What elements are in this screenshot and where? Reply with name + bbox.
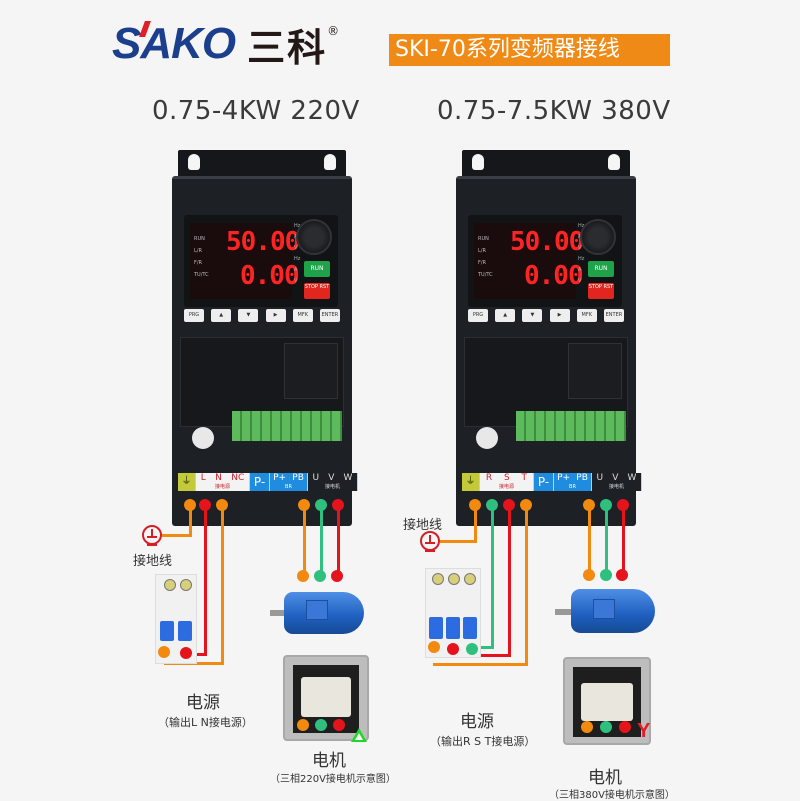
ground-label: 接地线 xyxy=(133,554,173,569)
stop-reset-button[interactable]: STOP RST xyxy=(588,283,614,299)
ground-terminal-icon: ⏚ xyxy=(462,473,480,491)
ground-symbol-icon xyxy=(142,525,162,546)
down-key[interactable]: ▼ xyxy=(238,309,259,322)
control-terminal-block xyxy=(232,411,342,441)
power-title: 电源 xyxy=(460,712,494,732)
brake-terminals: P+PB BR xyxy=(270,473,308,491)
power-note: （输出L N接电源） xyxy=(158,716,253,729)
ground-label: 接地线 xyxy=(403,518,443,533)
display-bottom-value: 0.00 xyxy=(524,261,584,291)
motor-title: 电机 xyxy=(588,768,622,788)
brand-logo: SAKO 三科 ® xyxy=(112,19,340,70)
buzzer xyxy=(192,427,214,449)
control-terminal-block xyxy=(516,411,626,441)
motor-icon xyxy=(270,586,370,646)
motor-title: 电机 xyxy=(312,751,346,771)
l-dot xyxy=(199,499,211,511)
stop-reset-button[interactable]: STOP RST xyxy=(304,283,330,299)
star-connection-icon: Y xyxy=(637,720,651,742)
display-top-value: 50.00 xyxy=(510,227,584,257)
ground-symbol-icon xyxy=(420,531,440,552)
prg-key[interactable]: PRG xyxy=(468,309,488,322)
p-minus-terminal: P- xyxy=(250,473,270,491)
u-dot xyxy=(298,499,310,511)
display-bottom-value: 0.00 xyxy=(240,261,300,291)
registered-mark: ® xyxy=(327,24,340,38)
mounting-bracket xyxy=(462,150,630,180)
motor-note: （三相220V接电机示意图） xyxy=(270,774,396,785)
potentiometer-knob[interactable] xyxy=(580,219,616,255)
w-dot xyxy=(332,499,344,511)
shift-key[interactable]: ▶ xyxy=(265,309,286,322)
brake-terminals: P+PB BR xyxy=(554,473,592,491)
unit-labels: HzAVHzAV xyxy=(578,223,585,284)
motor-note: （三相380V接电机示意图） xyxy=(549,790,675,801)
page-title: SKI-70系列变频器接线 xyxy=(389,34,670,66)
motor-icon xyxy=(555,585,660,645)
display-top-value: 50.00 xyxy=(226,227,300,257)
n-dot xyxy=(216,499,228,511)
mounting-bracket xyxy=(178,150,346,180)
motor-junction-box xyxy=(283,655,369,741)
mfk-key[interactable]: MFK xyxy=(576,309,597,322)
left-spec: 0.75-4KW 220V xyxy=(152,96,360,126)
shift-key[interactable]: ▶ xyxy=(549,309,570,322)
right-spec: 0.75-7.5KW 380V xyxy=(437,96,671,126)
run-button[interactable]: RUN xyxy=(304,261,330,277)
brand-logo-en: SAKO xyxy=(112,19,236,68)
potentiometer-knob[interactable] xyxy=(296,219,332,255)
brand-logo-cn: 三科 xyxy=(247,25,328,70)
enter-key[interactable]: ENTER xyxy=(319,309,340,322)
option-slot xyxy=(568,343,622,399)
keypad: PRG ▲ ▼ ▶ MFK ENTER xyxy=(184,309,340,322)
p-minus-terminal: P- xyxy=(534,473,554,491)
up-key[interactable]: ▲ xyxy=(211,309,232,322)
buzzer xyxy=(476,427,498,449)
ground-terminal-icon: ⏚ xyxy=(178,473,196,491)
keypad: PRG ▲ ▼ ▶ MFK ENTER xyxy=(468,309,624,322)
unit-labels: HzAVHzAV xyxy=(294,223,301,284)
enter-key[interactable]: ENTER xyxy=(603,309,624,322)
v-dot xyxy=(315,499,327,511)
run-button[interactable]: RUN xyxy=(588,261,614,277)
ground-dot xyxy=(184,499,196,511)
power-title: 电源 xyxy=(186,693,220,713)
delta-connection-icon xyxy=(351,728,367,742)
mfk-key[interactable]: MFK xyxy=(292,309,313,322)
power-note: （输出R S T接电源） xyxy=(430,735,536,748)
motor-junction-box xyxy=(563,657,651,745)
up-key[interactable]: ▲ xyxy=(495,309,516,322)
prg-key[interactable]: PRG xyxy=(184,309,204,322)
down-key[interactable]: ▼ xyxy=(522,309,543,322)
option-slot xyxy=(284,343,338,399)
